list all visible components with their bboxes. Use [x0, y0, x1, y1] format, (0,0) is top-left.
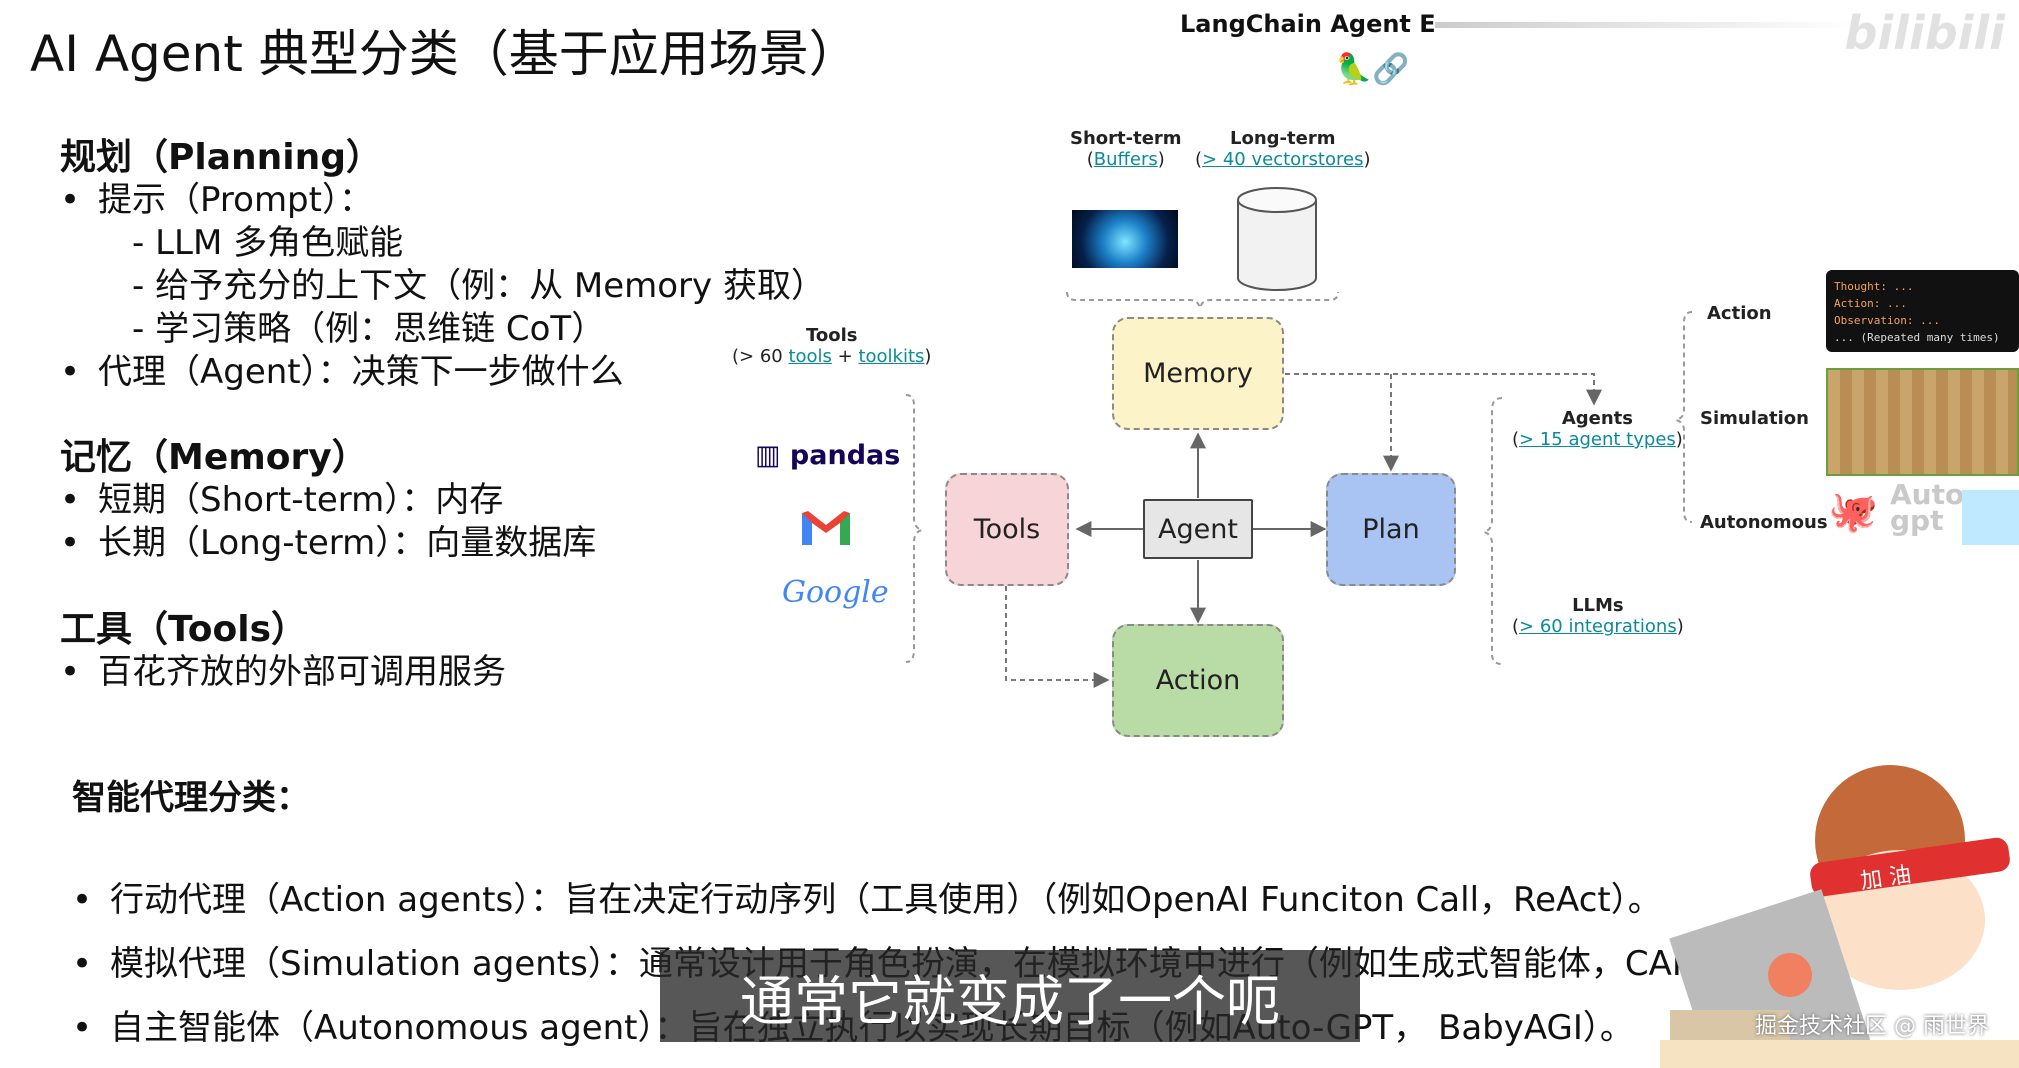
pandas-icon: ▥ [755, 440, 781, 471]
pandas-logo: ▥ pandas [755, 440, 901, 471]
title-fade-bar [1435, 22, 1855, 28]
bilibili-watermark: bilibili [1844, 6, 2005, 60]
terminal-line: Action: ... [1834, 297, 1907, 310]
memory-bracket [1066, 291, 1339, 309]
parrot-link-icon: 🦜🔗 [1335, 52, 1410, 87]
terminal-line: Thought: ... [1834, 280, 1914, 293]
tools-node: Tools [945, 473, 1069, 586]
planning-prompt-item: •提示（Prompt）： [60, 180, 373, 220]
brain-image [1072, 210, 1178, 268]
agent-type-simulation: Simulation [1700, 408, 1809, 429]
agents-label: Agents(> 15 agent types) [1512, 408, 1683, 450]
google-logo: Google [782, 575, 889, 610]
memory-node: Memory [1112, 317, 1284, 430]
llms-label: LLMs(> 60 integrations) [1512, 595, 1684, 637]
autogpt-logo: Auto gpt [1890, 478, 1965, 537]
tools-item: •百花齐放的外部可调用服务 [60, 652, 506, 692]
tools-to-action-arrow [1005, 586, 1110, 688]
terminal-line: Observation: ... [1834, 314, 1940, 327]
simulation-image [1826, 368, 2019, 476]
agent-types-link[interactable]: > 15 agent types [1519, 429, 1676, 450]
long-term-label: Long-term(> 40 vectorstores) [1195, 128, 1371, 170]
tools-header: Tools(> 60 tools + toolkits) [732, 325, 932, 367]
llm-bracket [1483, 397, 1503, 665]
agent-node: Agent [1143, 499, 1253, 559]
action-node: Action [1112, 624, 1284, 737]
memory-item: •短期（Short-term）：内存 [60, 480, 504, 520]
memory-item: •长期（Long-term）：向量数据库 [60, 523, 597, 563]
planning-sub-item: - 给予充分的上下文（例：从 Memory 获取） [132, 266, 825, 306]
agent-type-autonomous: Autonomous [1700, 512, 1828, 533]
video-subtitle: 通常它就变成了一个呃 [660, 950, 1360, 1042]
memory-heading: 记忆（Memory） [60, 437, 368, 478]
database-icon [1237, 187, 1317, 291]
integrations-link[interactable]: > 60 integrations [1519, 616, 1677, 637]
babyagi-icon [1962, 490, 2019, 545]
agent-type-action: Action [1707, 303, 1772, 324]
short-term-label: Short-term(Buffers) [1070, 128, 1182, 170]
slide-title: AI Agent 典型分类（基于应用场景） [30, 25, 859, 83]
terminal-line: ... (Repeated many times) [1834, 331, 2000, 344]
tools-link[interactable]: tools [788, 346, 832, 367]
planning-sub-item: - LLM 多角色赋能 [132, 223, 404, 263]
juejin-watermark: 掘金技术社区 @ 雨世界 [1755, 1014, 1989, 1039]
planning-heading: 规划（Planning） [60, 137, 383, 178]
gmail-icon [800, 509, 852, 547]
buffers-link[interactable]: Buffers [1093, 149, 1158, 170]
vectorstores-link[interactable]: > 40 vectorstores [1202, 149, 1364, 170]
tools-heading: 工具（Tools） [60, 609, 308, 650]
memory-to-agents-arrow [1285, 373, 1602, 406]
terminal-snippet: Thought: ... Action: ... Observation: ..… [1826, 270, 2019, 352]
toolkits-link[interactable]: toolkits [858, 346, 925, 367]
plan-node: Plan [1326, 473, 1456, 586]
agent-types-bracket [1675, 311, 1693, 523]
diagram-title: LangChain Agent E [1180, 10, 1436, 38]
planning-sub-item: - 学习策略（例：思维链 CoT） [132, 309, 606, 349]
cartoon-character [1660, 765, 2019, 1068]
tools-bracket [905, 394, 923, 663]
classification-heading: 智能代理分类： [72, 778, 310, 818]
octopus-icon: 🐙 [1828, 489, 1878, 535]
planning-agent-item: •代理（Agent）：决策下一步做什么 [60, 352, 624, 392]
classification-item: •行动代理（Action agents）：旨在决定行动序列（工具使用）（例如Op… [72, 880, 1662, 920]
